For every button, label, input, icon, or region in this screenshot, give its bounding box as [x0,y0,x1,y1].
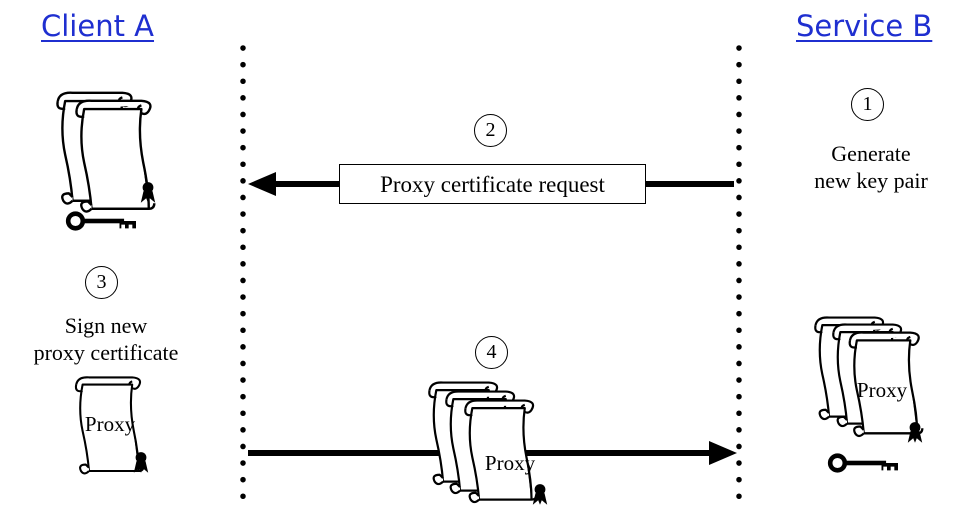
step-1-label: Generate new key pair [796,141,946,195]
step-3-number: 3 [85,266,118,299]
client-certificate-icon [56,91,156,213]
client-a-heading: Client A [41,9,155,43]
step-1-label-line-2: new key pair [814,167,928,193]
step-2-number: 2 [474,114,507,147]
service-proxy-label: Proxy [856,378,908,402]
step-4-number: 4 [475,336,508,369]
step-3-label-line-2: proxy certificate [33,339,179,365]
step-3-label: Sign new proxy certificate [8,313,204,367]
transit-certificate-chain-icon [428,381,548,505]
proxy-request-message: Proxy certificate request [339,164,646,204]
client-proxy-label: Proxy [84,412,136,436]
service-b-heading: Service B [796,9,933,43]
step-3-label-line-1: Sign new [64,313,148,338]
step-1-number: 1 [851,88,884,121]
service-key-icon [830,456,898,471]
transit-proxy-label: Proxy [484,451,536,475]
step-1-label-line-1: Generate [831,141,911,166]
client-key-icon [68,214,136,229]
